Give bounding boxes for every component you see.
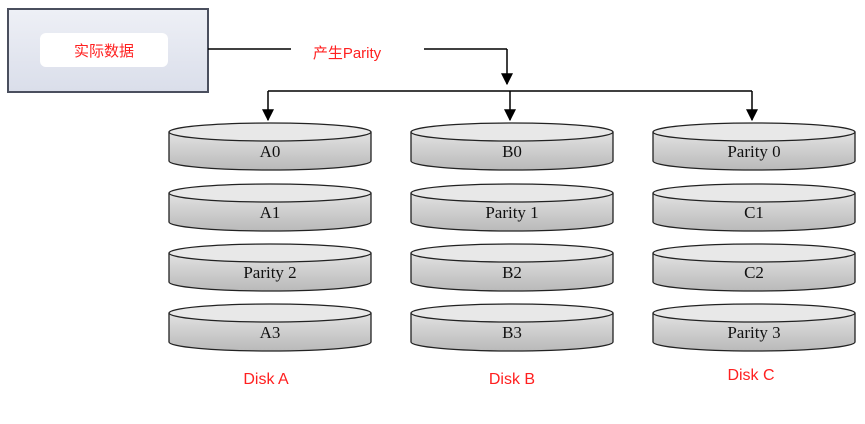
disk-b-block-0-label: B0 xyxy=(502,142,522,161)
disk-c: Parity 0 C1 C2 Parity 3 Disk C xyxy=(652,122,856,384)
disk-a-block-1: A1 xyxy=(168,183,372,232)
disk-b-block-1-label: Parity 1 xyxy=(485,203,538,222)
disk-c-block-2: C2 xyxy=(652,243,856,292)
disk-a: A0 A1 Parity 2 A3 Disk A xyxy=(168,122,372,388)
disk-b-block-3: B3 xyxy=(410,303,614,352)
disk-a-block-0: A0 xyxy=(168,122,372,171)
disk-b-block-0: B0 xyxy=(410,122,614,171)
disk-c-label: Disk C xyxy=(727,367,774,384)
disk-c-block-0-label: Parity 0 xyxy=(727,142,780,161)
disk-c-block-3-label: Parity 3 xyxy=(727,323,780,342)
disk-a-label: Disk A xyxy=(243,371,289,388)
generate-parity-label: 产生Parity xyxy=(313,45,382,62)
disk-c-block-1: C1 xyxy=(652,183,856,232)
disk-a-block-3-label: A3 xyxy=(260,323,281,342)
disk-c-block-2-label: C2 xyxy=(744,263,764,282)
parity-connector: 产生Parity xyxy=(208,45,513,86)
source-data-label: 实际数据 xyxy=(74,43,134,60)
disk-a-block-0-label: A0 xyxy=(260,142,281,161)
disk-a-block-2: Parity 2 xyxy=(168,243,372,292)
disk-a-block-2-label: Parity 2 xyxy=(243,263,296,282)
distribution-bus xyxy=(262,90,758,122)
disk-b-block-2: B2 xyxy=(410,243,614,292)
source-label-highlight xyxy=(40,33,168,67)
disk-b-block-3-label: B3 xyxy=(502,323,522,342)
disk-c-block-1-label: C1 xyxy=(744,203,764,222)
disk-b-block-1: Parity 1 xyxy=(410,183,614,232)
disk-c-block-3: Parity 3 xyxy=(652,303,856,352)
disk-b: B0 Parity 1 B2 B3 Disk B xyxy=(410,122,614,388)
disk-a-block-3: A3 xyxy=(168,303,372,352)
disk-a-block-1-label: A1 xyxy=(260,203,281,222)
source-data-box: 实际数据 xyxy=(7,8,209,93)
disk-b-label: Disk B xyxy=(489,371,535,388)
disk-c-block-0: Parity 0 xyxy=(652,122,856,171)
disk-b-block-2-label: B2 xyxy=(502,263,522,282)
